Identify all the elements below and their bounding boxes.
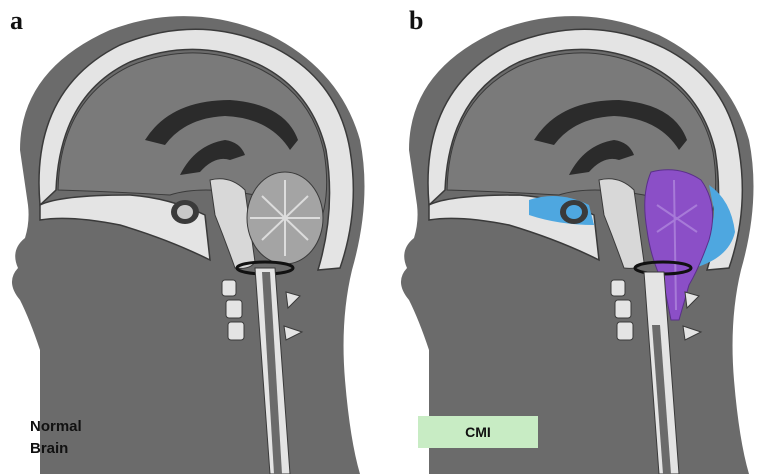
caption-cmi: CMI xyxy=(465,424,491,440)
sinus xyxy=(171,200,199,224)
caption-cmi-box: CMI xyxy=(418,416,538,448)
panel-normal-brain: a Normal Brain xyxy=(0,0,390,474)
caption-normal-brain: Normal Brain xyxy=(30,416,82,460)
cmi-illustration xyxy=(389,0,779,474)
cerebellum xyxy=(247,172,323,264)
normal-brain-illustration xyxy=(0,0,390,474)
panel-label-b: b xyxy=(409,8,423,34)
panel-label-a: a xyxy=(10,8,23,34)
sinus xyxy=(560,200,588,224)
panel-cmi: b CMI xyxy=(389,0,779,474)
